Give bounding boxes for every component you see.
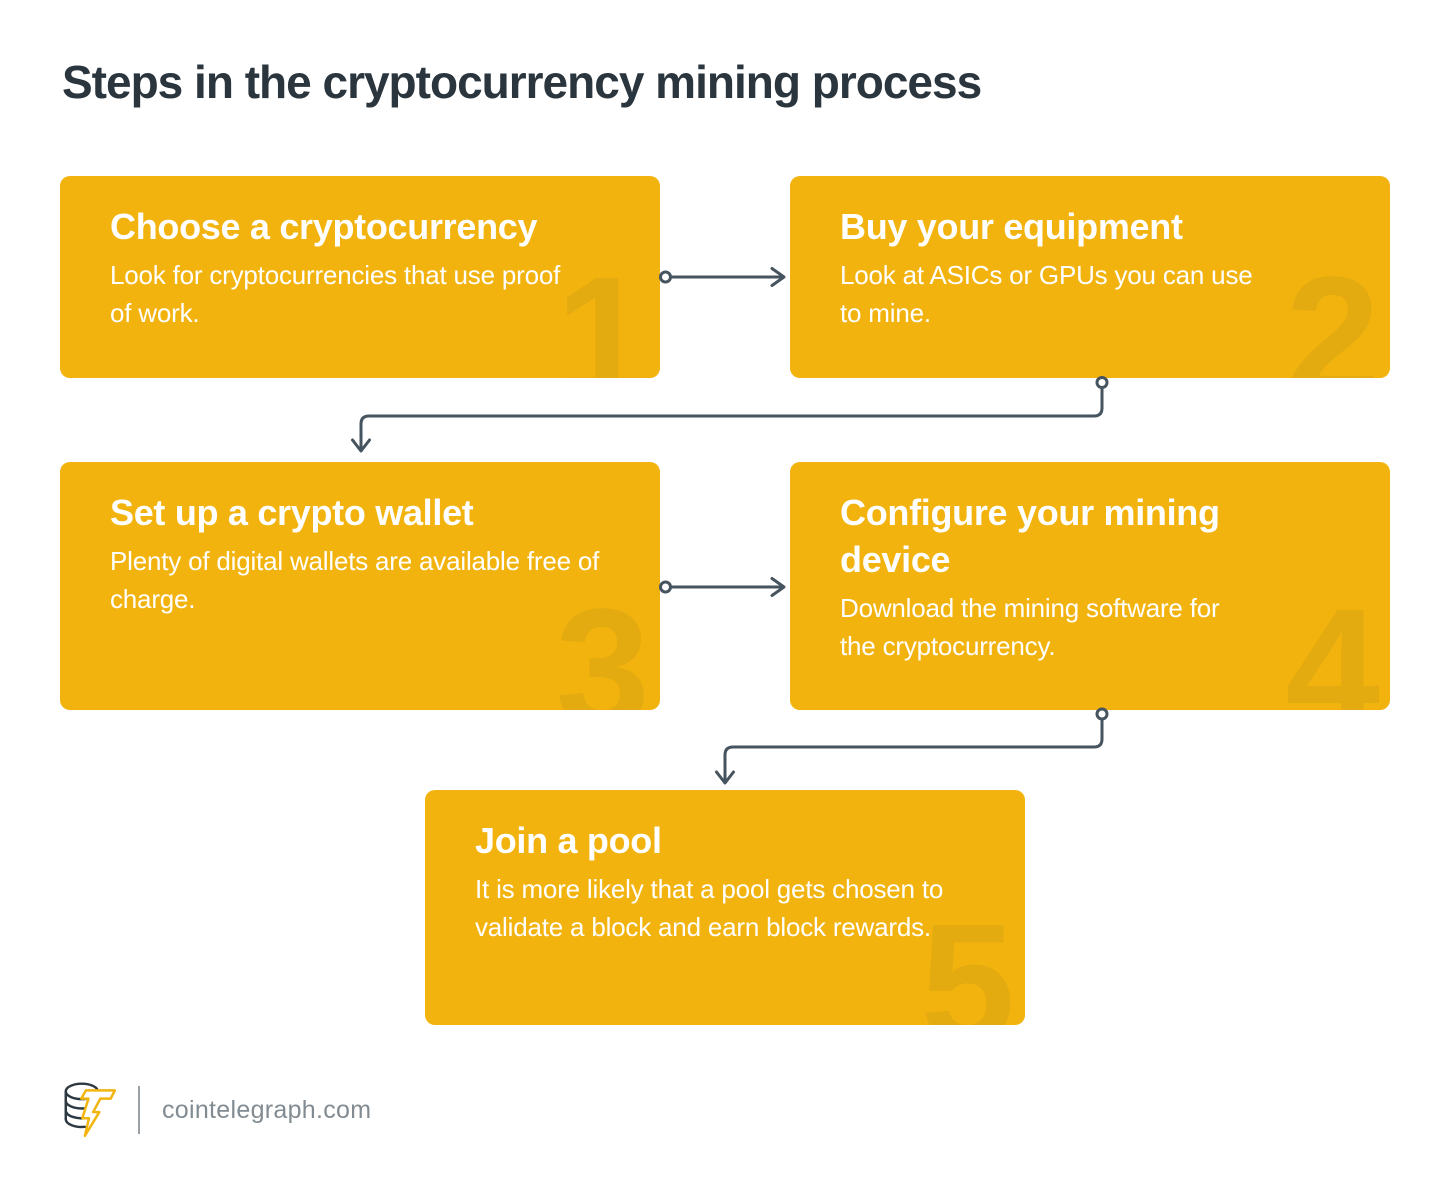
step-5-description: It is more likely that a pool gets chose… <box>475 873 944 942</box>
step-2-description: Look at ASICs or GPUs you can use to min… <box>840 259 1253 328</box>
step-3-number-watermark: 3 <box>555 574 650 710</box>
step-1-number-watermark: 1 <box>555 242 650 378</box>
footer-site-text: cointelegraph.com <box>162 1095 372 1124</box>
connector-step1-step2-arrow <box>659 267 786 287</box>
footer-branding: cointelegraph.com <box>60 1078 371 1142</box>
connector-step4-step5-arrow <box>715 707 1109 785</box>
step-card-5: Join a pool It is more likely that a poo… <box>425 790 1025 1025</box>
connector-step2-step3-arrow <box>351 376 1109 453</box>
step-4-number-watermark: 4 <box>1285 574 1380 710</box>
cointelegraph-logo-icon <box>64 1082 117 1138</box>
step-3-description: Plenty of digital wallets are available … <box>110 545 600 614</box>
page-title: Steps in the cryptocurrency mining proce… <box>62 56 982 108</box>
footer-divider <box>138 1086 140 1134</box>
step-2-heading: Buy your equipment <box>840 206 1183 247</box>
step-4-description: Download the mining software for the cry… <box>840 592 1220 661</box>
step-1-description: Look for cryptocurrencies that use proof… <box>110 259 561 328</box>
step-3-heading: Set up a crypto wallet <box>110 492 474 533</box>
step-card-4: Configure your mining device Download th… <box>790 462 1390 710</box>
step-card-1: Choose a cryptocurrency Look for cryptoc… <box>60 176 660 378</box>
step-5-number-watermark: 5 <box>920 889 1015 1025</box>
step-card-2: Buy your equipment Look at ASICs or GPUs… <box>790 176 1390 378</box>
lightning-bolt-icon <box>80 1089 117 1138</box>
connector-step3-step4-arrow <box>659 577 786 597</box>
step-card-3: Set up a crypto wallet Plenty of digital… <box>60 462 660 710</box>
step-1-heading: Choose a cryptocurrency <box>110 206 538 247</box>
step-2-number-watermark: 2 <box>1285 242 1380 378</box>
step-4-heading: Configure your mining device <box>840 492 1220 580</box>
step-5-heading: Join a pool <box>475 820 662 861</box>
